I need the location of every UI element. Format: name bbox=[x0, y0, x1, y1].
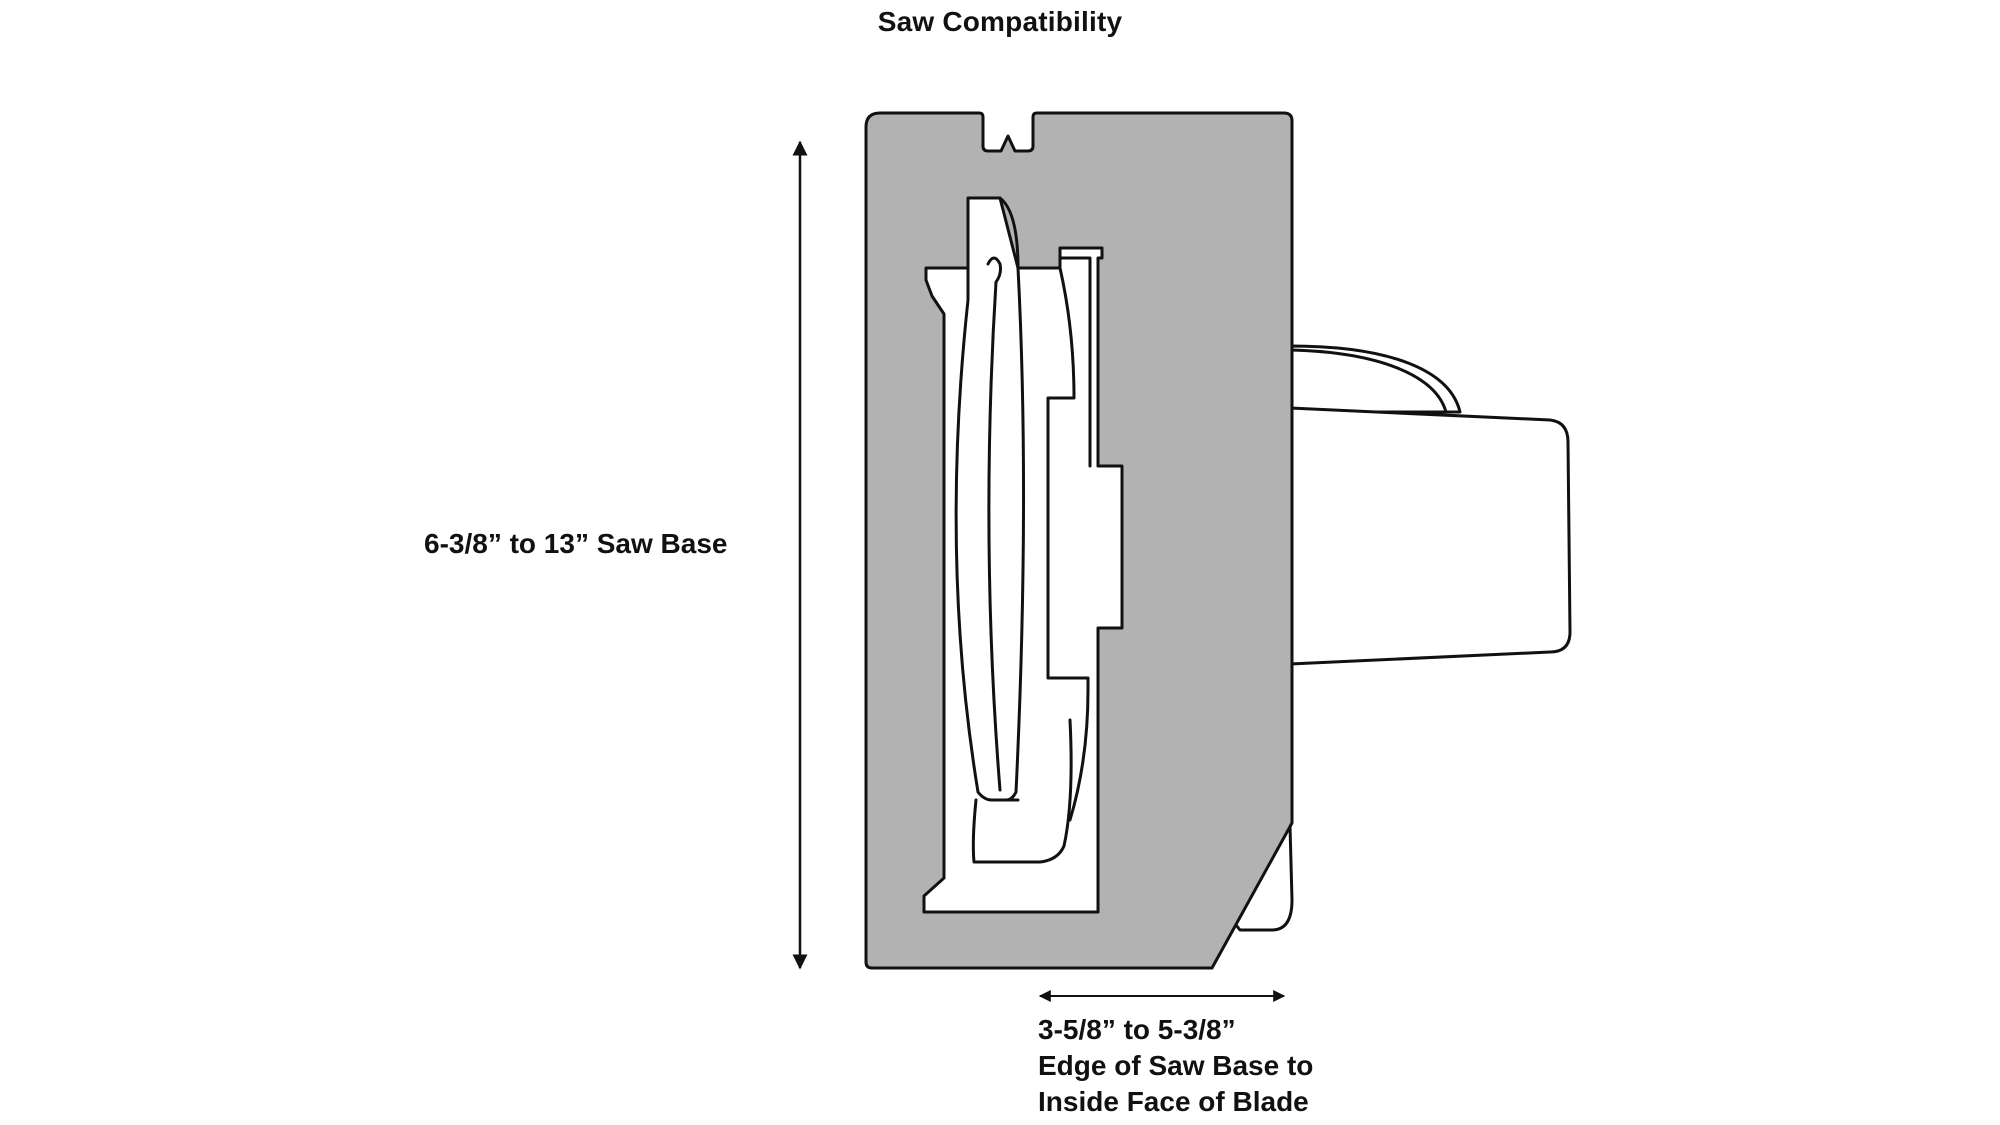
upper-guard-rail bbox=[1058, 256, 1092, 468]
edge-to-blade-desc-2: Inside Face of Blade bbox=[1038, 1086, 1309, 1117]
blade-outer-curve bbox=[954, 266, 1020, 802]
edge-to-blade-desc-1: Edge of Saw Base to bbox=[1038, 1050, 1314, 1081]
diagram-title: Saw Compatibility bbox=[877, 6, 1123, 37]
blade-front-edge bbox=[1004, 266, 1026, 802]
edge-to-blade-label: 3-5/8” to 5-3/8” Edge of Saw Base to Ins… bbox=[1038, 1012, 1313, 1120]
motor-housing bbox=[1288, 344, 1572, 666]
arbor-flange bbox=[1046, 266, 1090, 822]
blade-assembly bbox=[954, 196, 1092, 864]
blade-top-notch bbox=[998, 196, 1020, 270]
base-height-label: 6-3/8” to 13” Saw Base bbox=[424, 528, 728, 559]
blade-lower-body bbox=[971, 718, 1073, 864]
blade-inner-curve bbox=[986, 256, 1002, 792]
edge-to-blade-range: 3-5/8” to 5-3/8” bbox=[1038, 1014, 1236, 1045]
